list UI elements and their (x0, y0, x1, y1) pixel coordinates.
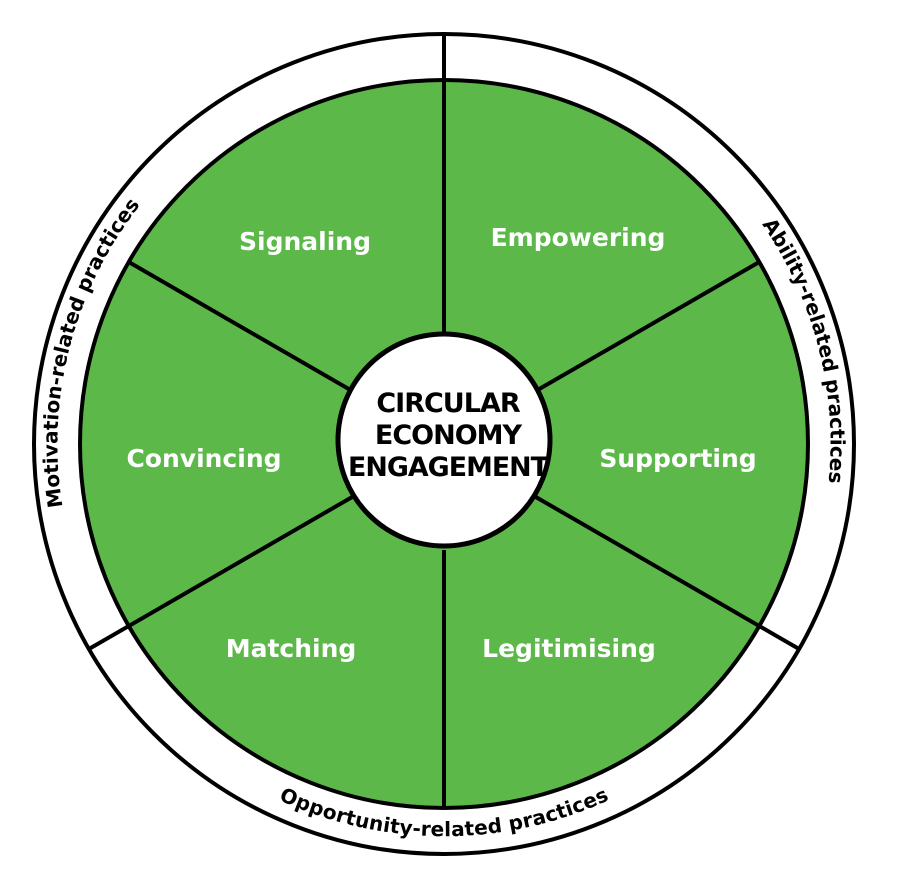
segment-label-signaling: Signaling (239, 227, 371, 256)
group-divider-3 (87, 495, 354, 651)
center-label-line-1: CIRCULAR (376, 388, 520, 419)
group-divider-2 (534, 495, 801, 651)
segment-divider-1 (534, 260, 761, 393)
segment-divider-3 (127, 260, 354, 393)
center-label-line-2: ECONOMY (375, 420, 523, 451)
center-circle (335, 331, 553, 549)
group-dividers (87, 34, 801, 651)
segment-label-convincing: Convincing (126, 444, 281, 473)
center-label-line-3: ENGAGEMENT (348, 452, 550, 483)
segment-label-supporting: Supporting (599, 444, 756, 473)
segment-label-matching: Matching (226, 634, 357, 663)
segment-label-legitimising: Legitimising (482, 634, 656, 663)
segment-label-empowering: Empowering (491, 223, 666, 252)
segment-dividers (127, 260, 761, 808)
